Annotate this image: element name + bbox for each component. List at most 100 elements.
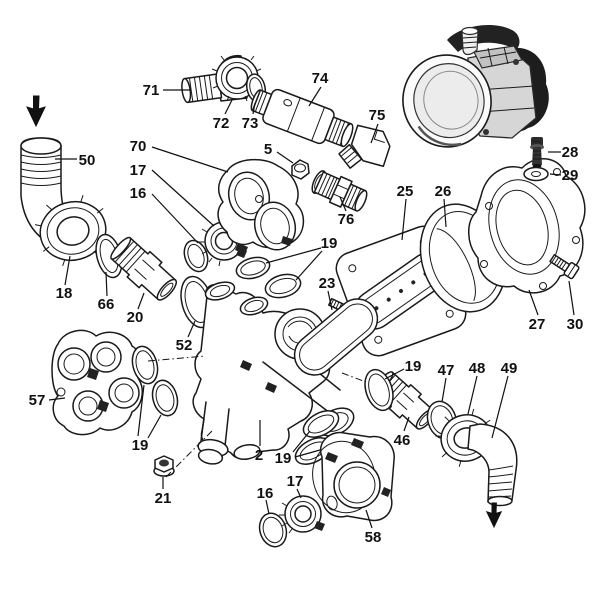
- part-label-25: 25: [397, 183, 414, 200]
- o-ring-19-bc-1: [302, 410, 340, 438]
- end-cap-58: [312, 431, 395, 522]
- part-label-20: 20: [127, 309, 144, 326]
- lock-nut-21: [153, 455, 175, 477]
- ring-nut-18: [34, 195, 111, 267]
- hex-nut-5: [291, 159, 310, 180]
- part-label-16-top: 16: [130, 185, 147, 202]
- part-label-2: 2: [255, 447, 263, 464]
- part-label-29: 29: [562, 167, 579, 184]
- part-label-57: 57: [29, 392, 46, 409]
- pump-assembly-image: [402, 25, 549, 148]
- leader-line-76: [339, 196, 347, 212]
- part-label-17-bottom: 17: [287, 473, 304, 490]
- o-ring-66: [95, 233, 123, 279]
- elbow-fitting-75: [338, 124, 391, 169]
- part-label-71: 71: [143, 82, 160, 99]
- leader-line-19-bottom-center: [292, 430, 311, 453]
- part-label-52: 52: [176, 337, 193, 354]
- part-label-19-bottom-left: 19: [132, 437, 149, 454]
- valve-block-57: [51, 329, 144, 436]
- leader-line-19-bottom-right: [384, 368, 405, 380]
- leader-line-70: [151, 146, 229, 173]
- part-label-46: 46: [394, 432, 411, 449]
- o-ring-19-c1: [235, 256, 271, 280]
- part-label-70: 70: [130, 138, 147, 155]
- callout-layer: 71 72 73 74 75 70 17 16 5 76 50 18 66 20 52 19 23 25 26 28 2…: [26, 70, 584, 546]
- part-label-5: 5: [264, 141, 272, 158]
- leader-line-66: [105, 271, 108, 297]
- leader-line-16-bottom: [265, 499, 270, 515]
- leader-line-19-bottom-left: [137, 384, 145, 437]
- leader-line-72: [224, 99, 233, 115]
- leader-line-26: [443, 198, 447, 228]
- valve-cap-17-bottom: [279, 495, 325, 534]
- part-label-75: 75: [369, 107, 386, 124]
- leader-line-58: [365, 509, 373, 529]
- part-label-47: 47: [438, 362, 455, 379]
- leader-line-27: [528, 289, 539, 316]
- part-label-66: 66: [98, 296, 115, 313]
- flow-in-arrow: [26, 95, 46, 128]
- oval-gasket-23: [293, 298, 379, 376]
- leader-line-17-bottom: [296, 488, 302, 499]
- hose-elbow-71: [181, 55, 262, 104]
- leader-line-19-center-1: [295, 250, 323, 281]
- part-label-74: 74: [312, 70, 329, 87]
- washer-29: [523, 166, 549, 182]
- leader-line-29: [549, 173, 562, 176]
- part-label-73: 73: [242, 115, 259, 132]
- part-label-28: 28: [562, 144, 579, 161]
- part-label-19-bottom-right: 19: [405, 358, 422, 375]
- leader-line-20: [137, 292, 145, 310]
- leader-line-30: [568, 280, 575, 316]
- leader-line-16-top: [151, 193, 199, 244]
- leader-line-57: [48, 397, 66, 401]
- plug-28: [530, 137, 544, 168]
- part-label-26: 26: [435, 183, 452, 200]
- leader-line-75: [370, 123, 379, 144]
- part-label-18: 18: [56, 285, 73, 302]
- part-label-30: 30: [567, 316, 584, 333]
- part-label-21: 21: [155, 490, 172, 507]
- leader-line-5: [276, 151, 294, 164]
- part-label-23: 23: [319, 275, 336, 292]
- part-label-19-bottom-center: 19: [275, 450, 292, 467]
- leader-line-25: [401, 198, 407, 241]
- leader-line-19-bottom-center-1: [294, 449, 321, 458]
- o-ring-19-bl-2: [151, 379, 179, 417]
- bolt-30: [549, 254, 580, 280]
- manifold-head-70: [217, 158, 305, 254]
- leader-line-48: [467, 375, 478, 415]
- part-label-16-bottom: 16: [257, 485, 274, 502]
- leader-line-74: [308, 86, 322, 107]
- centerline-0: [147, 355, 206, 362]
- threaded-nipple-76: [311, 170, 368, 212]
- part-label-76: 76: [338, 211, 355, 228]
- centerline-1: [165, 429, 214, 478]
- leader-line-52: [187, 320, 196, 338]
- part-label-49: 49: [501, 360, 518, 377]
- part-label-27: 27: [529, 316, 546, 333]
- part-label-72: 72: [213, 115, 230, 132]
- part-label-17-top: 17: [130, 162, 147, 179]
- leader-line-49: [491, 375, 509, 439]
- leader-line-19-center: [265, 247, 322, 264]
- leader-line-46: [403, 416, 410, 432]
- leader-line-23: [327, 290, 333, 311]
- o-ring-16-bottom: [258, 512, 288, 548]
- leader-line-18: [64, 255, 71, 286]
- flow-out-arrow: [485, 502, 503, 529]
- o-ring-19-bl-1: [131, 345, 159, 385]
- threaded-adapter-20: [110, 236, 178, 301]
- leader-line-47: [441, 377, 447, 403]
- o-ring-19-c2: [264, 273, 302, 299]
- o-ring-19-br: [364, 368, 394, 412]
- leader-line-17-top: [151, 169, 215, 227]
- part-label-48: 48: [469, 360, 486, 377]
- leader-line-19-bottom-left-1: [147, 414, 162, 439]
- part-label-50: 50: [79, 152, 96, 169]
- part-label-58: 58: [365, 529, 382, 546]
- valve-body-74: [250, 88, 354, 148]
